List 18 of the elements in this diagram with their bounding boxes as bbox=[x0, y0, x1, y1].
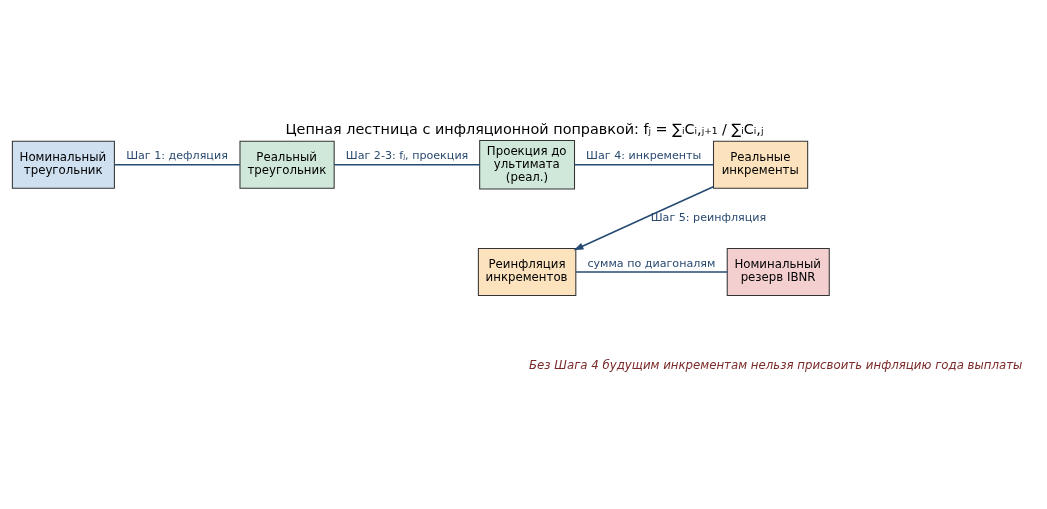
diagram-title: Цепная лестница с инфляционной поправкой: fⱼ = ∑ᵢCᵢ,ⱼ₊₁ / ∑ᵢCᵢ,ⱼ bbox=[285, 120, 764, 137]
node-box: Номинальный треугольник bbox=[11, 140, 115, 189]
connector bbox=[573, 163, 715, 166]
edge-label: Шаг 1: дефляция bbox=[126, 148, 228, 162]
node-box: Реальный треугольник bbox=[239, 140, 335, 189]
node-box: Реальные инкременты bbox=[712, 140, 809, 189]
arrow bbox=[573, 185, 715, 250]
node-box: Реинфляция инкрементов bbox=[477, 247, 577, 296]
connector bbox=[333, 163, 481, 166]
node-box: Номинальный резерв IBNR bbox=[726, 247, 830, 296]
connector bbox=[113, 163, 241, 166]
label: Без Шага 4 будущим инкрементам нельзя присвоить инфляцию года выплаты bbox=[529, 357, 1023, 372]
node-box: Проекция до ультимата (реал.) bbox=[479, 139, 576, 189]
edge-label: Шаг 4: инкременты bbox=[586, 148, 702, 162]
edge-label: сумма по диагоналям bbox=[587, 256, 716, 270]
edge-label: Шаг 5: реинфляция bbox=[650, 210, 767, 224]
connector bbox=[575, 270, 728, 273]
edge-label: Шаг 2-3: fⱼ, проекция bbox=[345, 148, 469, 162]
